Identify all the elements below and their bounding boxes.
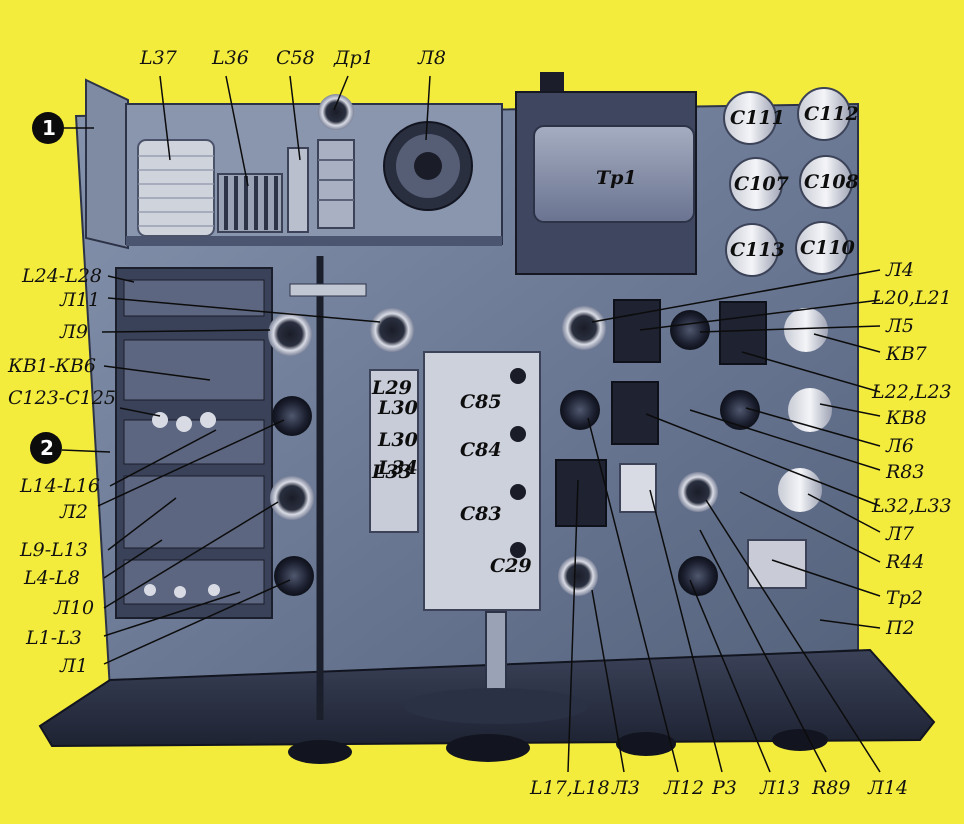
- svg-text:L29: L29: [371, 377, 412, 399]
- callouts-right: Л4 L20,L21 Л5 КВ7 L22,L23 КВ8 Л6 R83 L32…: [871, 259, 952, 639]
- svg-text:L33: L33: [371, 461, 412, 483]
- callouts-left: L24-L28 Л11 Л9 КВ1-КВ6 C123-C125 L14-L16…: [7, 265, 116, 677]
- callout-l14-l16: L14-L16: [19, 475, 100, 497]
- power-transformer: Тр1: [515, 91, 697, 275]
- svg-text:C84: C84: [460, 439, 502, 461]
- callout-l17-l18: L17,L18: [529, 777, 610, 799]
- callout-l9: Л9: [59, 321, 88, 343]
- svg-text:C110: C110: [800, 237, 855, 259]
- socket-l13: [678, 556, 718, 596]
- callout-l22-l23: L22,L23: [871, 381, 952, 403]
- callout-l9-l13: L9-L13: [19, 539, 88, 561]
- callout-p3: Р3: [711, 777, 737, 799]
- socket-l1: [274, 556, 314, 596]
- svg-text:C108: C108: [804, 171, 859, 193]
- cap-c110: C110: [795, 221, 855, 275]
- socket-p3: [678, 472, 718, 512]
- callout-l36: L36: [211, 47, 249, 69]
- callout-r89: R89: [811, 777, 850, 799]
- socket-l6: [720, 390, 760, 430]
- callout-l4-l8: L4-L8: [23, 567, 80, 589]
- callout-tr2: Тр2: [886, 587, 923, 609]
- callout-l5: Л5: [885, 315, 914, 337]
- marker-2: 2: [30, 432, 111, 464]
- socket-l10: [270, 476, 314, 520]
- coil-modules: [555, 299, 807, 589]
- callout-l1: Л1: [59, 655, 88, 677]
- top-knob: [540, 72, 564, 94]
- electrolytic-cap-block: C111 C112 C107 C108 C113 C110: [723, 87, 859, 277]
- marker-1: 1: [32, 112, 94, 144]
- svg-text:C29: C29: [490, 555, 532, 577]
- callout-p2: П2: [885, 617, 915, 639]
- socket-l5: [670, 310, 710, 350]
- coil-l36: [217, 173, 283, 233]
- callout-dr1: Др1: [333, 47, 374, 69]
- callout-l1-l3: L1-L3: [25, 627, 82, 649]
- callout-l24-l28: L24-L28: [21, 265, 102, 287]
- if-shield-block: L29 L30 L30 L33 L34 C85 C84 C83 C29: [369, 351, 541, 611]
- cap-c113: C113: [725, 223, 785, 277]
- callout-l2: Л2: [59, 501, 88, 523]
- tuning-shaft: [289, 256, 367, 720]
- cap-c107: C107: [729, 157, 789, 211]
- label-tr1: Тр1: [596, 167, 637, 189]
- callout-l12: Л12: [663, 777, 704, 799]
- callout-c58: C58: [276, 47, 315, 69]
- socket-l3: [558, 556, 598, 596]
- socket-l4: [562, 306, 606, 350]
- svg-text:1: 1: [42, 116, 56, 140]
- callout-kb1-kb6: КВ1-КВ6: [7, 355, 96, 377]
- capacitor-c58: [287, 147, 309, 233]
- svg-text:C112: C112: [804, 103, 859, 125]
- callout-l13: Л13: [759, 777, 800, 799]
- socket-l2: [272, 396, 312, 436]
- callout-l3: Л3: [611, 777, 640, 799]
- callout-l8: Л8: [417, 47, 446, 69]
- socket-kb8: [788, 388, 832, 432]
- callouts-bottom: L17,L18 Л3 Л12 Р3 Л13 R89 Л14: [529, 777, 908, 799]
- svg-text:C111: C111: [730, 107, 785, 129]
- callout-l37: L37: [139, 47, 178, 69]
- callout-l7: Л7: [885, 523, 915, 545]
- callout-l6: Л6: [885, 435, 914, 457]
- svg-text:L30: L30: [377, 397, 418, 419]
- cap-c111: C111: [723, 91, 785, 145]
- svg-text:C113: C113: [730, 239, 785, 261]
- socket-kb7: [784, 308, 828, 352]
- callouts-top: L37 L36 C58 Др1 Л8: [139, 47, 446, 69]
- svg-text:L30: L30: [377, 429, 418, 451]
- callout-r44: R44: [885, 551, 924, 573]
- dial-drum: [404, 611, 588, 724]
- callout-l10: Л10: [53, 597, 94, 619]
- cap-c112: C112: [797, 87, 859, 141]
- callout-l4: Л4: [885, 259, 914, 281]
- tube-sockets: [268, 306, 832, 596]
- tube-l8: [383, 121, 473, 211]
- cap-c108: C108: [799, 155, 859, 209]
- callout-r83: R83: [885, 461, 924, 483]
- svg-text:C107: C107: [734, 173, 789, 195]
- socket-l12: [560, 390, 600, 430]
- callout-l14: Л14: [867, 777, 908, 799]
- coil-board: [115, 267, 273, 619]
- callout-l11: Л11: [59, 289, 100, 311]
- callout-kb7: КВ7: [885, 343, 928, 365]
- svg-text:C83: C83: [460, 503, 502, 525]
- coil-l37: [137, 139, 215, 237]
- svg-text:2: 2: [40, 436, 54, 460]
- svg-text:C85: C85: [460, 391, 502, 413]
- socket-l9: [268, 312, 312, 356]
- callout-c123-c125: C123-C125: [8, 387, 116, 409]
- choke-dr1: [317, 94, 355, 229]
- svg-text:L34: L34: [377, 457, 418, 479]
- callout-l20-l21: L20,L21: [871, 287, 952, 309]
- leader-lines: [97, 75, 881, 773]
- socket-l11: [370, 308, 414, 352]
- callout-kb8: КВ8: [885, 407, 927, 429]
- callout-l32-l33: L32,L33: [871, 495, 952, 517]
